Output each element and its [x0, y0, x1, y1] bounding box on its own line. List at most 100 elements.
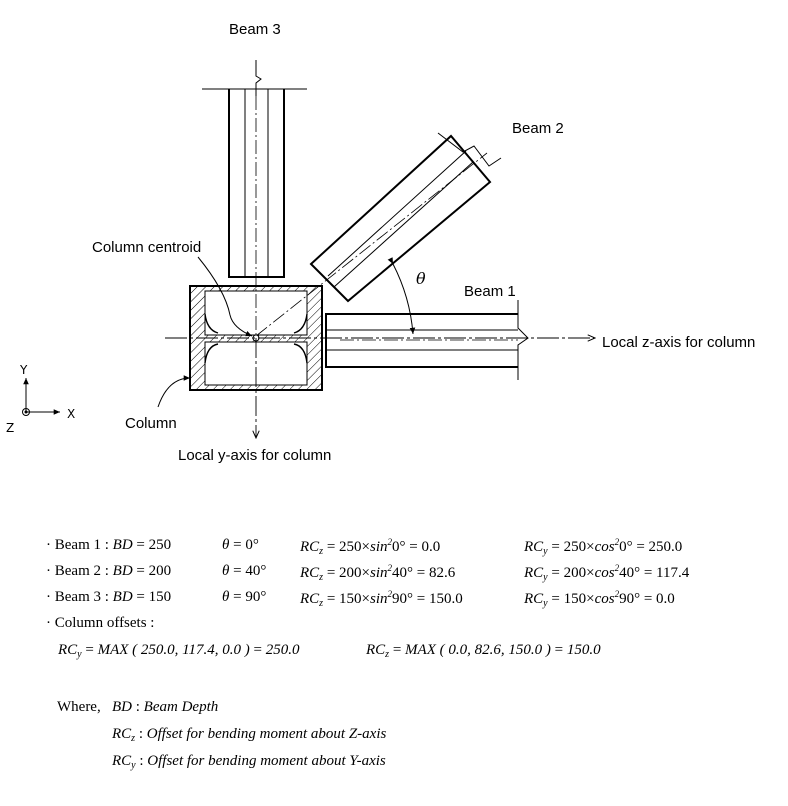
bd-value: 150 [148, 589, 172, 605]
rcz-result: 150.0 [429, 591, 463, 607]
rc-symbol: RC [112, 753, 132, 769]
sub-y: y [77, 649, 82, 660]
rcy-result: 117.4 [656, 565, 690, 581]
beam-2-label: Beam 2 [512, 120, 564, 137]
bd-symbol: BD [112, 589, 133, 605]
bd-value: 200 [148, 563, 172, 579]
sub-z: z [385, 649, 390, 660]
rc-symbol: RC [300, 591, 320, 607]
beam-name: Beam 1 [54, 537, 101, 553]
sin-fn: sin [370, 539, 388, 555]
sub-y: y [543, 598, 548, 609]
theta-value: 0° [245, 537, 259, 553]
rcy-prefix: 150× [563, 591, 595, 607]
theta-symbol: θ [222, 563, 230, 579]
bd-value: 250 [148, 537, 172, 553]
rcy-angle: 90° [619, 591, 641, 607]
rcy-angle: 0° [619, 539, 633, 555]
power: 2 [614, 563, 620, 573]
column-centroid-leader [197, 256, 253, 337]
rcz-prefix: 150× [339, 591, 371, 607]
rc-symbol: RC [524, 539, 544, 555]
theta-value: 40° [245, 563, 267, 579]
beam-3 [202, 60, 307, 335]
beam-column-diagram: Beam 3 Beam 2 Beam 1 Column centroid Col… [6, 21, 755, 464]
rc-symbol: RC [300, 565, 320, 581]
where-label: Where, [57, 699, 101, 715]
bullet: · [46, 615, 51, 631]
rcz-angle: 40° [392, 565, 414, 581]
cos-fn: cos [594, 539, 615, 555]
sub-z: z [319, 572, 324, 583]
sin-fn: sin [370, 591, 388, 607]
sub-z: z [131, 733, 136, 744]
rc-symbol: RC [524, 565, 544, 581]
beam-1-label: Beam 1 [464, 283, 516, 300]
rcz-angle: 0° [392, 539, 406, 555]
rcy-prefix: 250× [563, 539, 595, 555]
column-offsets-label: Column offsets : [54, 615, 155, 631]
beam-2 [255, 132, 502, 337]
bd-symbol: BD [112, 563, 133, 579]
sin-fn: sin [370, 565, 388, 581]
rc-symbol: RC [58, 642, 78, 658]
power: 2 [387, 589, 393, 599]
theta-arc [387, 257, 416, 335]
rc-symbol: RC [300, 539, 320, 555]
rcy-result: 250.0 [648, 539, 683, 555]
column-offsets-heading: · Column offsets : [46, 615, 154, 632]
sub-z: z [319, 546, 324, 557]
definition-rcz: RCz : Offset for bending moment about Z-… [112, 726, 387, 744]
rcz-prefix: 250× [339, 539, 371, 555]
global-axes-icon [22, 378, 60, 416]
rcy-max-expr: MAX ( 250.0, 117.4, 0.0 ) [97, 642, 250, 658]
local-z-axis-label: Local z-axis for column [602, 334, 755, 351]
beam-3-label: Beam 3 [229, 21, 281, 38]
rcy-description: Offset for bending moment about Y-axis [147, 753, 386, 769]
sub-z: z [319, 598, 324, 609]
theta-symbol: θ [222, 589, 230, 605]
global-y-label: Y [19, 363, 28, 377]
bullet: · [46, 563, 51, 579]
sub-y: y [543, 572, 548, 583]
power: 2 [614, 589, 620, 599]
bullet: · [46, 589, 51, 605]
rcz-description: Offset for bending moment about Z-axis [146, 726, 387, 742]
power: 2 [614, 537, 620, 547]
rcz-prefix: 200× [339, 565, 371, 581]
column-label: Column [125, 415, 177, 432]
rcz-result: 82.6 [429, 565, 456, 581]
rc-symbol: RC [524, 591, 544, 607]
rcy-prefix: 200× [563, 565, 595, 581]
power: 2 [387, 563, 393, 573]
cos-fn: cos [594, 591, 615, 607]
column-leader [157, 375, 191, 408]
global-x-label: X [67, 407, 75, 421]
column-centroid-label: Column centroid [92, 239, 201, 256]
rcy-result: 0.0 [656, 591, 675, 607]
theta-symbol: θ [222, 537, 230, 553]
sub-y: y [131, 760, 136, 771]
sub-y: y [543, 546, 548, 557]
beam-1 [325, 300, 529, 380]
local-y-axis-label: Local y-axis for column [178, 447, 331, 464]
theta-label: θ [416, 269, 426, 288]
beam-name: Beam 2 [54, 563, 101, 579]
rcy-angle: 40° [619, 565, 641, 581]
rcz-result: 0.0 [421, 539, 441, 555]
rc-symbol: RC [366, 642, 386, 658]
rc-symbol: RC [112, 726, 132, 742]
beam-name: Beam 3 [54, 589, 101, 605]
theta-value: 90° [245, 589, 267, 605]
global-z-label: Z [6, 421, 14, 435]
local-axes [165, 338, 595, 438]
bd-description: Beam Depth [143, 699, 219, 715]
definition-rcy: RCy : Offset for bending moment about Y-… [112, 753, 386, 771]
power: 2 [387, 537, 393, 547]
rcy-max-result: 250.0 [265, 642, 300, 658]
rcz-max-result: 150.0 [566, 642, 601, 658]
formula-block: · Beam 1 : BD = 250 θ = 0° RCz = 250×sin… [46, 537, 690, 771]
rcz-max-expr: MAX ( 0.0, 82.6, 150.0 ) [405, 642, 551, 658]
rcz-angle: 90° [392, 591, 414, 607]
cos-fn: cos [594, 565, 615, 581]
